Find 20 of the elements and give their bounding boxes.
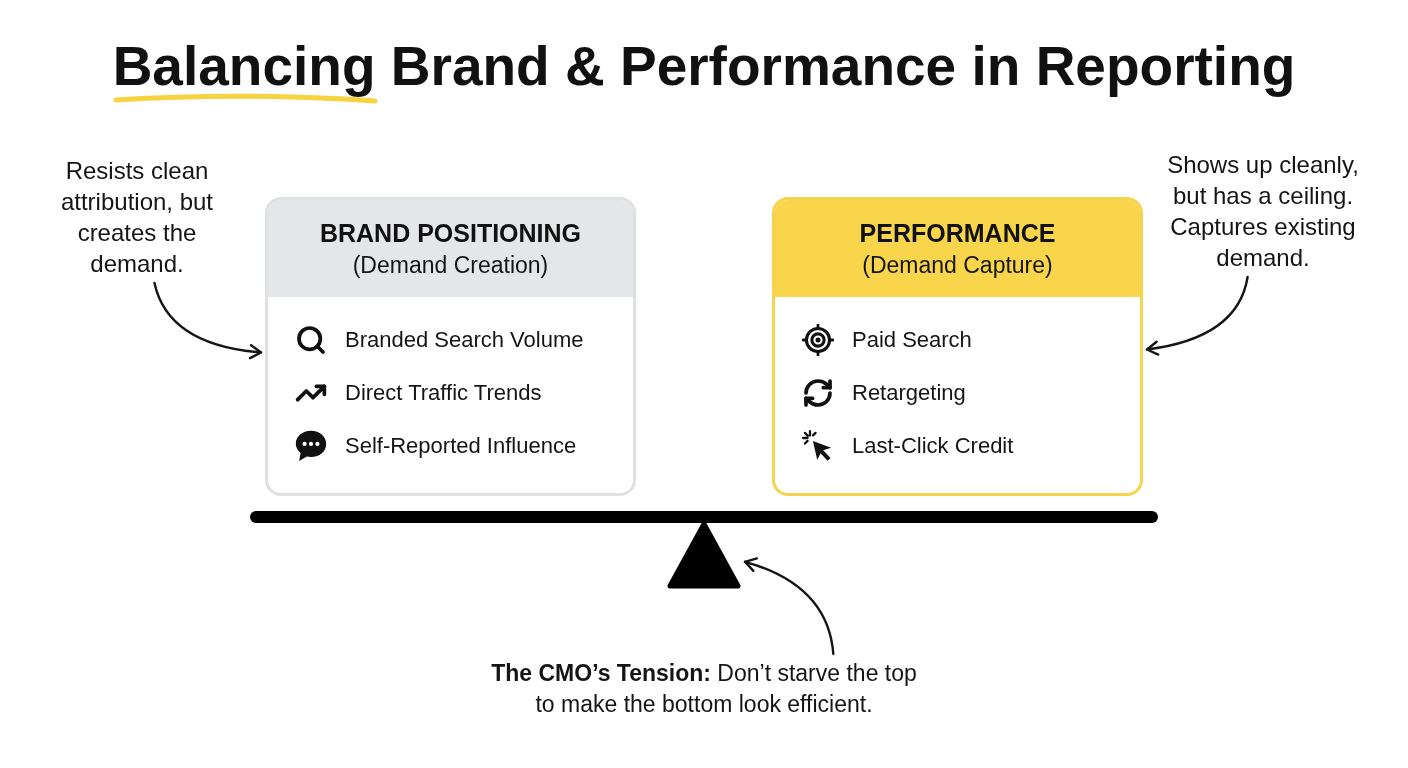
- card-heading: PERFORMANCE: [859, 217, 1056, 249]
- list-item-text: Last-Click Credit: [852, 432, 1014, 460]
- category-card: [772, 197, 1143, 496]
- card-subheading: (Demand Capture): [862, 250, 1053, 280]
- list-item-text: Paid Search: [852, 326, 972, 354]
- annotation-text: Shows up cleanly, but has a ceiling. Captures existing demand.: [1153, 149, 1373, 273]
- curved-arrow: [153, 281, 263, 359]
- card-heading: BRAND POSITIONING: [319, 217, 582, 249]
- curved-arrow: [743, 557, 835, 656]
- category-card: [265, 197, 636, 496]
- annotation-text: The CMO’s Tension: Don’t starve the top to make the bottom look efficient.: [481, 658, 927, 720]
- curved-arrow: [1145, 275, 1249, 356]
- card-subheading: (Demand Creation): [352, 250, 549, 280]
- list-item-text: Retargeting: [852, 379, 966, 407]
- title: Balancing Brand & Performance in Reporting: [112, 34, 1296, 98]
- fulcrum-triangle: [667, 521, 741, 589]
- list-item-text: Direct Traffic Trends: [345, 379, 542, 407]
- list-item-text: Self-Reported Influence: [345, 432, 577, 460]
- annotation-text: Resists clean attribution, but creates the demand.: [40, 155, 234, 279]
- list-item-text: Branded Search Volume: [345, 326, 584, 354]
